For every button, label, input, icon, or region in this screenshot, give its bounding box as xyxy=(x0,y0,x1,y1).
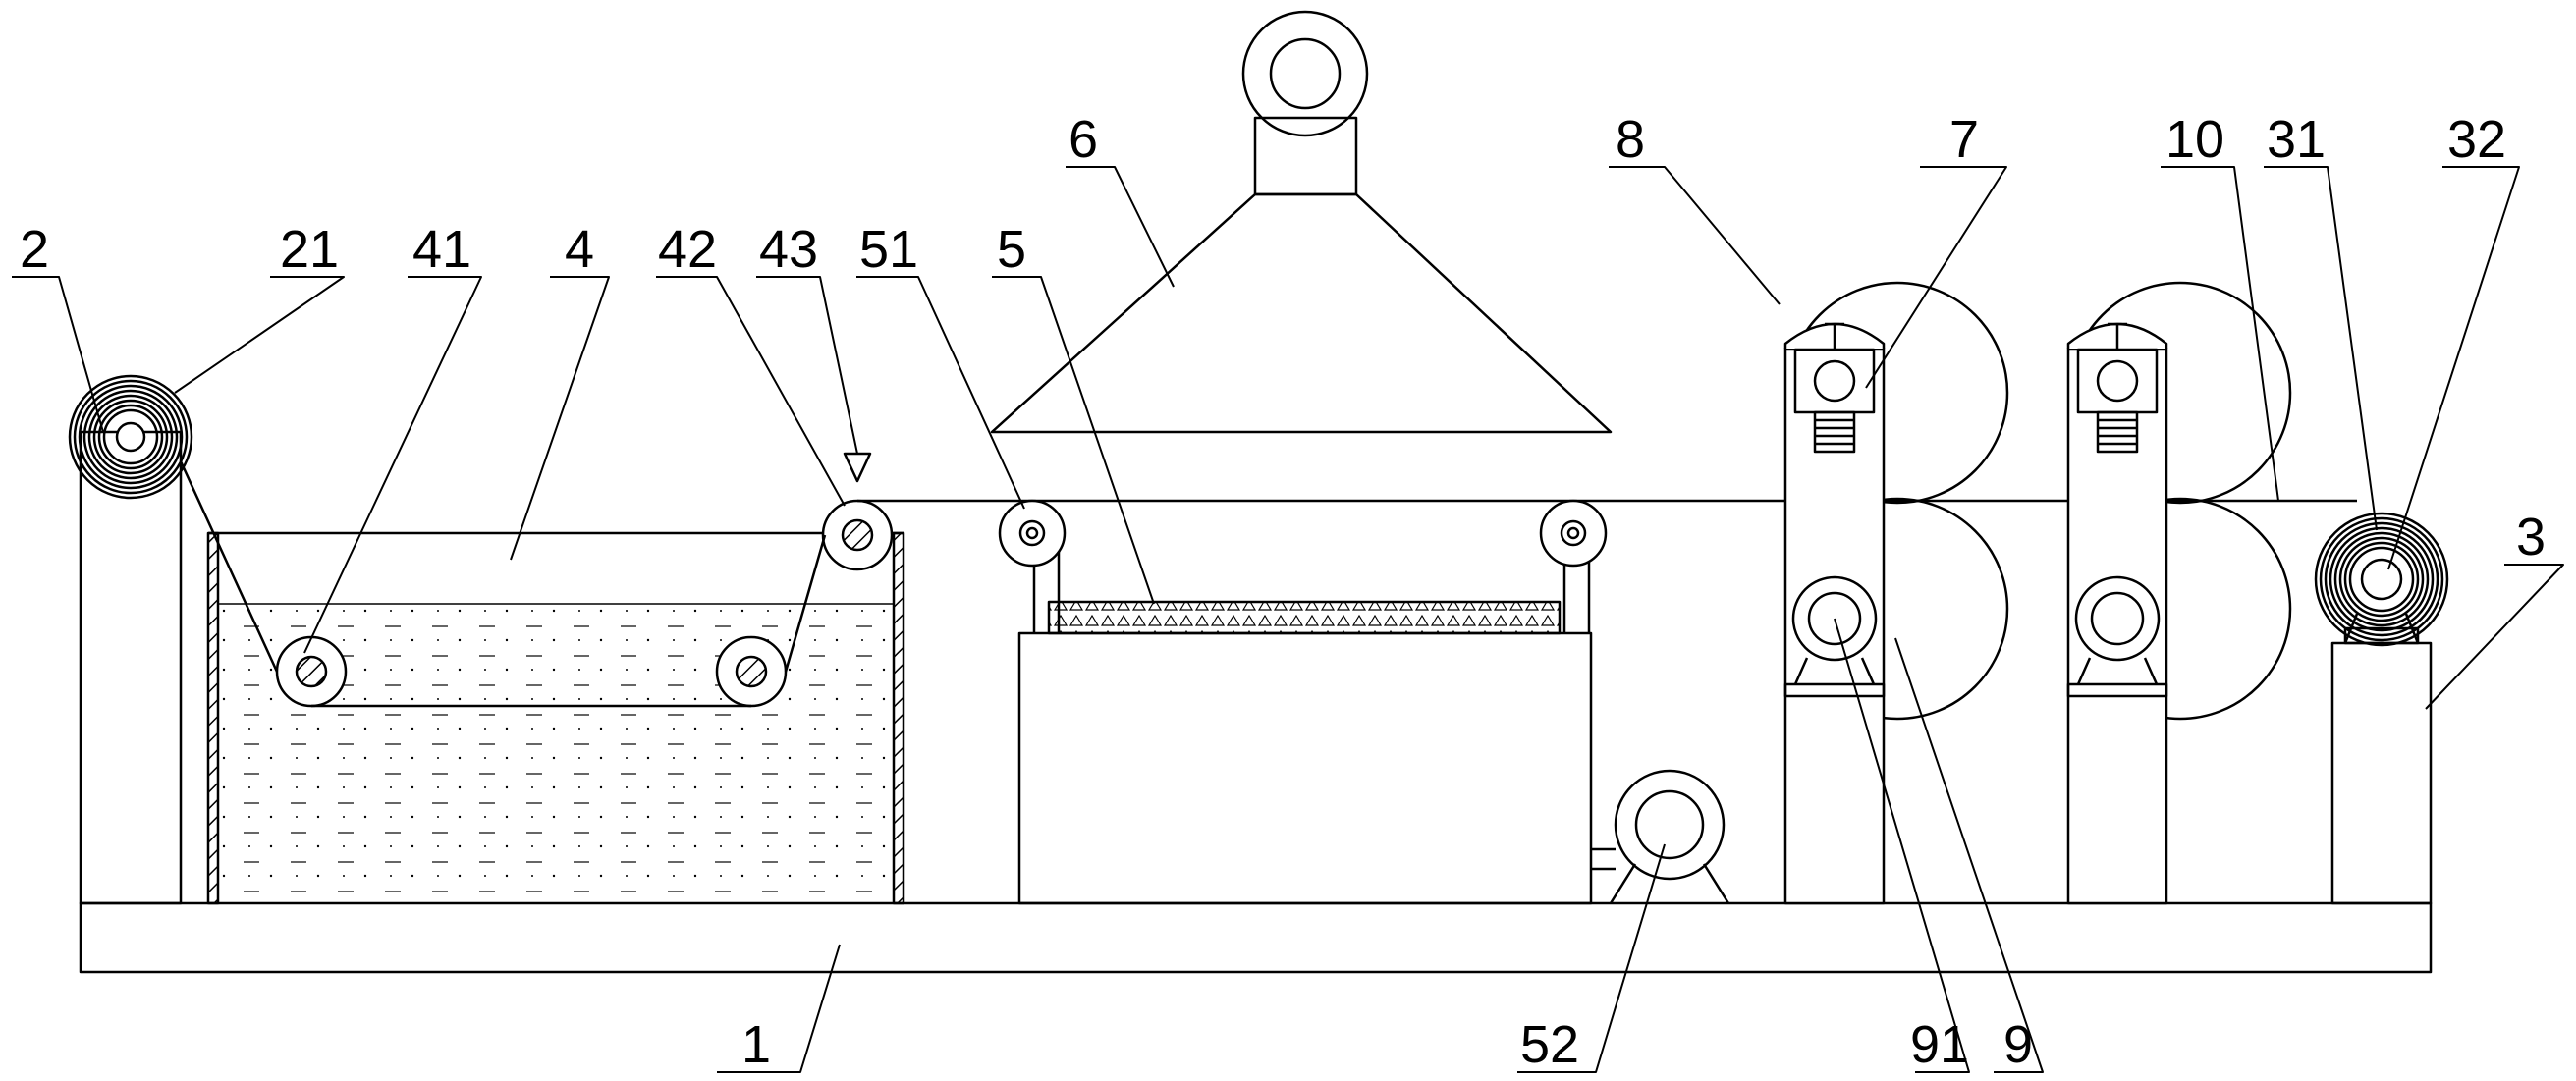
unwind-assembly xyxy=(68,374,193,905)
label-7: 7 xyxy=(1949,110,1979,169)
unwind-stand-post xyxy=(79,430,183,905)
label-8: 8 xyxy=(1616,110,1645,169)
label-1: 1 xyxy=(741,1015,771,1074)
guide-roller-41 xyxy=(275,635,348,708)
label-41: 41 xyxy=(412,220,471,279)
label-4: 4 xyxy=(565,220,594,279)
spray-nozzle xyxy=(843,452,872,483)
label-6: 6 xyxy=(1069,110,1098,169)
tank-left-wall xyxy=(206,531,220,905)
callout-labels: 2 21 41 4 42 43 51 5 6 8 7 10 31 32 3 1 … xyxy=(20,110,2546,1074)
rewind-stand-post xyxy=(2330,641,2433,905)
press-unit-2 xyxy=(2066,281,2292,905)
label-52: 52 xyxy=(1520,1015,1579,1074)
label-5: 5 xyxy=(997,220,1026,279)
label-21: 21 xyxy=(280,220,339,279)
rewind-roll xyxy=(2314,512,2449,647)
press-unit-1 xyxy=(1783,281,2009,905)
label-32: 32 xyxy=(2447,110,2506,169)
label-3: 3 xyxy=(2516,508,2546,567)
leader-lines xyxy=(12,166,2564,1073)
label-51: 51 xyxy=(859,220,918,279)
dryer-box xyxy=(1017,535,1593,905)
label-91: 91 xyxy=(1910,1015,1969,1074)
label-2: 2 xyxy=(20,220,49,279)
rewind-assembly xyxy=(2314,512,2449,905)
tank-right-wall xyxy=(892,531,905,905)
label-43: 43 xyxy=(759,220,818,279)
idler-roller-51 xyxy=(998,499,1067,568)
idler-roller-right xyxy=(1539,499,1608,568)
blower-fan xyxy=(1591,769,1730,904)
guide-roller-inner xyxy=(715,635,788,708)
label-31: 31 xyxy=(2267,110,2326,169)
unwind-roll xyxy=(68,374,193,500)
label-42: 42 xyxy=(658,220,717,279)
impregnation-tank xyxy=(206,531,905,905)
guide-roller-42 xyxy=(821,499,894,571)
label-10: 10 xyxy=(2165,110,2224,169)
dryer-mesh xyxy=(1047,600,1562,635)
label-9: 9 xyxy=(2003,1015,2033,1074)
exhaust-hood xyxy=(990,10,1613,434)
base-platform xyxy=(79,901,2433,974)
